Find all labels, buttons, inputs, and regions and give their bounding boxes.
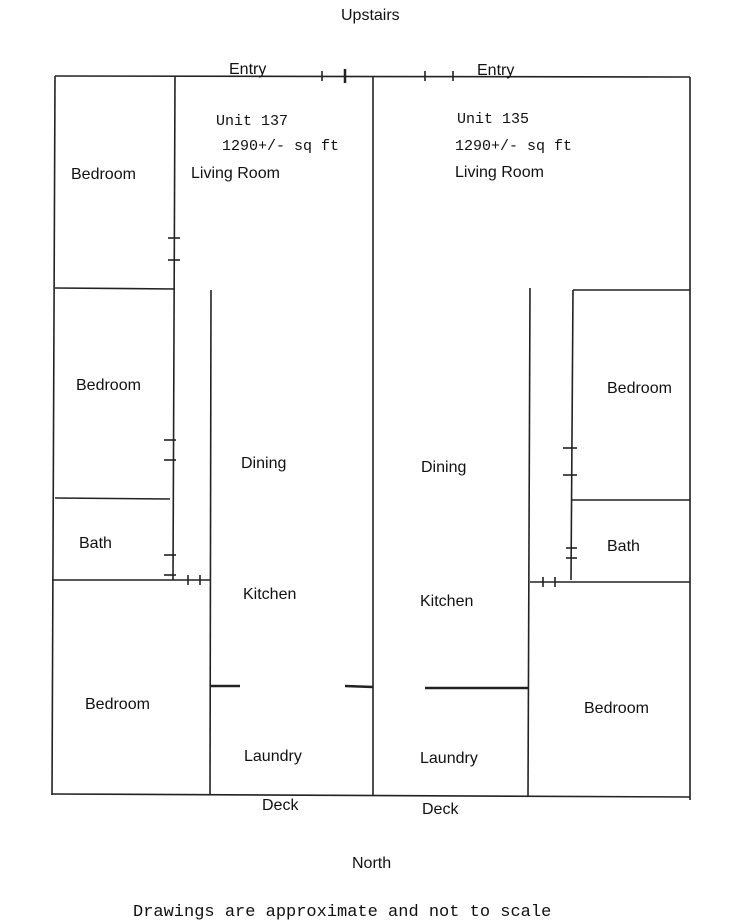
unit-135-dining: Dining (421, 459, 467, 476)
unit-135-number: Unit 135 (457, 111, 530, 128)
unit-137-area: 1290+/- sq ft (222, 138, 340, 155)
unit-135-living-room: Living Room (455, 164, 544, 181)
unit-135-kitchen: Kitchen (420, 593, 474, 610)
unit-137-living-room: Living Room (191, 165, 280, 182)
wall-line (172, 75, 176, 581)
unit-135-entry[interactable]: Entry (477, 62, 515, 79)
wall-line (209, 289, 212, 796)
unit-137-number: Unit 137 (216, 113, 289, 130)
upstairs-label: Upstairs (341, 7, 400, 24)
unit-137-bedroom-1: Bedroom (71, 166, 136, 183)
unit-135-deck: Deck (422, 801, 459, 818)
wall-line (54, 497, 171, 500)
unit-135-bedroom-2: Bedroom (584, 700, 649, 717)
unit-137-kitchen: Kitchen (243, 586, 297, 603)
wall-line (344, 684, 374, 689)
unit-137-entry[interactable]: Entry (229, 61, 267, 78)
unit-135-bedroom-1: Bedroom (607, 380, 672, 397)
unit-135-area: 1290+/- sq ft (455, 138, 573, 155)
outer-wall-bottom (51, 793, 691, 798)
unit-137-bedroom-3: Bedroom (85, 696, 150, 713)
wall-line (570, 289, 574, 581)
wall-line (527, 287, 531, 798)
unit-137-dining: Dining (241, 455, 287, 472)
unit-137-bath: Bath (79, 535, 112, 552)
unit-137-laundry: Laundry (244, 748, 302, 765)
wall-line (54, 287, 176, 290)
unit-137-deck: Deck (262, 797, 299, 814)
disclaimer: Drawings are approximate and not to scal… (133, 903, 552, 920)
unit-137-bedroom-2: Bedroom (76, 377, 141, 394)
unit-135-laundry: Laundry (420, 750, 478, 767)
unit-135-bath: Bath (607, 538, 640, 555)
outer-wall-left (51, 75, 56, 796)
north-label: North (352, 855, 392, 872)
